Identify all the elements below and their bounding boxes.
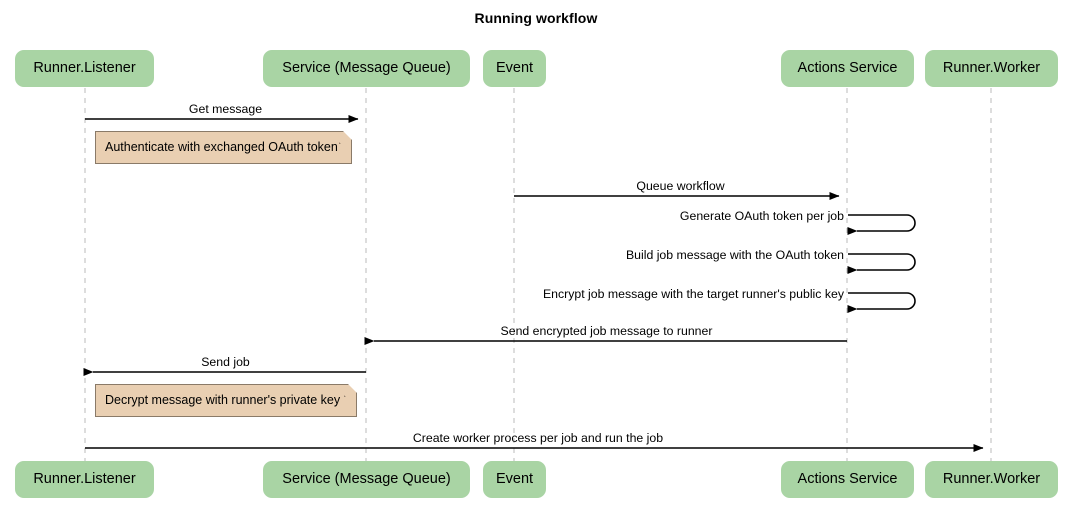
note-authenticate-text: Authenticate with exchanged OAuth token (105, 140, 338, 154)
participant-event-footer[interactable]: Event (483, 461, 546, 498)
message-label-queue-workflow: Queue workflow (636, 179, 725, 193)
message-label-encrypt-job-message: Encrypt job message with the target runn… (542, 287, 844, 301)
page-title: Running workflow (474, 10, 598, 26)
participant-service-message-queue-header[interactable]: Service (Message Queue) (263, 50, 470, 87)
note-fold-edge-icon (339, 131, 352, 144)
note-authenticate-with-oauth-token: Authenticate with exchanged OAuth token (95, 131, 352, 164)
participant-actions-service-footer[interactable]: Actions Service (781, 461, 914, 498)
message-arrows (83, 115, 984, 452)
message-selfloop-build-job-message (847, 253, 916, 274)
participant-service-message-queue-footer[interactable]: Service (Message Queue) (263, 461, 470, 498)
message-label-build-job-message: Build job message with the OAuth token (625, 248, 844, 262)
message-selfloop-generate-oauth-token (847, 214, 916, 235)
lifelines (84, 88, 992, 461)
message-label-create-worker-process: Create worker process per job and run th… (412, 431, 664, 445)
participant-runner-worker-footer[interactable]: Runner.Worker (925, 461, 1058, 498)
participant-event-header[interactable]: Event (483, 50, 546, 87)
participant-actions-service-header[interactable]: Actions Service (781, 50, 914, 87)
participant-runner-listener-footer[interactable]: Runner.Listener (15, 461, 154, 498)
message-label-send-job: Send job (201, 355, 250, 369)
message-label-send-encrypted-job-message: Send encrypted job message to runner (500, 324, 713, 338)
message-label-get-message: Get message (188, 102, 263, 116)
note-decrypt-text: Decrypt message with runner's private ke… (105, 393, 341, 407)
participant-runner-worker-header[interactable]: Runner.Worker (925, 50, 1058, 87)
participant-runner-listener-header[interactable]: Runner.Listener (15, 50, 154, 87)
note-fold-edge-icon (344, 384, 357, 397)
message-label-generate-oauth-token: Generate OAuth token per job (679, 209, 844, 223)
note-decrypt-with-private-key: Decrypt message with runner's private ke… (95, 384, 357, 417)
message-selfloop-encrypt-job-message (847, 292, 916, 313)
